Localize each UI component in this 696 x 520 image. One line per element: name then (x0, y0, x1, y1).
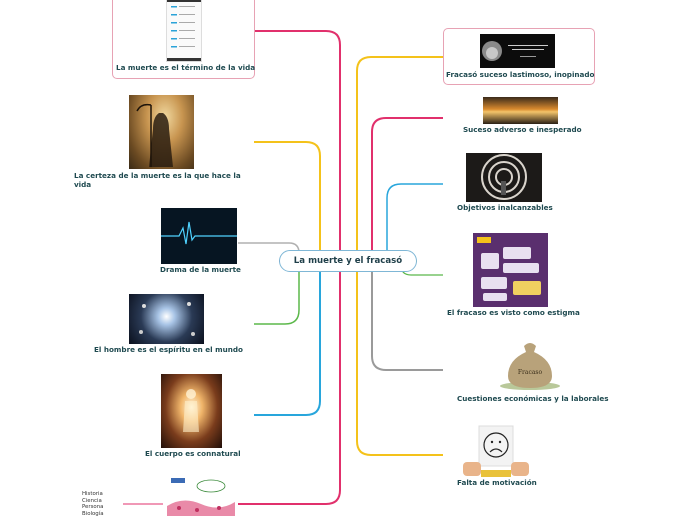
node-left-1-label: La muerte es el término de la vida (116, 63, 256, 72)
branch-left-4 (254, 260, 300, 325)
grim-reaper-image (129, 95, 194, 169)
infographic-drawing (477, 237, 541, 301)
target-image (466, 153, 542, 202)
money-bag-text: Fracaso (518, 369, 543, 376)
branch-left-5 (254, 260, 321, 416)
node-left-2-label: La certeza de la muerte es la que hace l… (74, 171, 241, 189)
branch-right-6 (356, 260, 443, 456)
branch-left-1 (254, 30, 341, 262)
list-screenshot-image (166, 0, 202, 62)
einstein-quote-image (480, 34, 555, 68)
node-left-3-label: Drama de la muerte (160, 265, 241, 274)
node-right-3-label: Objetivos inalcanzables (457, 203, 553, 212)
node-right-1-label: Fracasó suceso lastimoso, inopinado (446, 70, 595, 79)
node-left-5-label: El cuerpo es connatural (145, 449, 241, 458)
central-topic-label: La muerte y el fracasó (293, 256, 403, 266)
list-item: Historia (82, 491, 103, 497)
node-left-4-label: El hombre es el espíritu en el mundo (94, 345, 243, 354)
branch-right-3 (386, 183, 443, 262)
glowing-body-drawing (183, 389, 199, 432)
glowing-body-image (161, 374, 222, 448)
node-right-6-label: Falta de motivación (457, 478, 537, 487)
biology-diagram-image (163, 474, 238, 520)
money-bag-image: Fracaso (494, 336, 567, 392)
heartbeat-monitor-image (161, 208, 237, 264)
node-right-5-label: Cuestiones económicas y la laborales (457, 394, 609, 403)
heartbeat-drawing (161, 208, 237, 264)
left-6-list: Historia Ciencia Persona Biología (82, 491, 104, 517)
sunset-road-image (483, 97, 558, 124)
spirit-drawing (139, 302, 195, 336)
einstein-quote-drawing (482, 41, 548, 61)
branch-left-6 (238, 260, 341, 505)
central-topic[interactable]: La muerte y el fracasó (279, 250, 417, 272)
list-item: Persona (82, 504, 104, 511)
branch-right-1 (356, 56, 443, 262)
spirit-image (129, 294, 204, 344)
target-drawing (481, 154, 527, 200)
sad-face-drawing (463, 425, 529, 477)
sad-face-sign-image (459, 424, 533, 477)
node-right-1-frame[interactable] (443, 28, 595, 85)
list-item: Ciencia (82, 497, 102, 504)
money-bag-drawing: Fracaso (500, 343, 560, 390)
branch-right-5 (371, 260, 443, 371)
branch-left-2 (254, 141, 321, 262)
grim-reaper-drawing (136, 103, 173, 167)
infographic-image (473, 233, 548, 307)
biology-diagram-drawing (167, 478, 235, 516)
list-item: Biología (82, 510, 104, 517)
branch-right-2 (371, 117, 443, 262)
node-right-4-label: El fracaso es visto como estigma (447, 308, 580, 317)
node-right-2-label: Suceso adverso e inesperado (463, 125, 582, 134)
list-screenshot-drawing (167, 0, 201, 61)
